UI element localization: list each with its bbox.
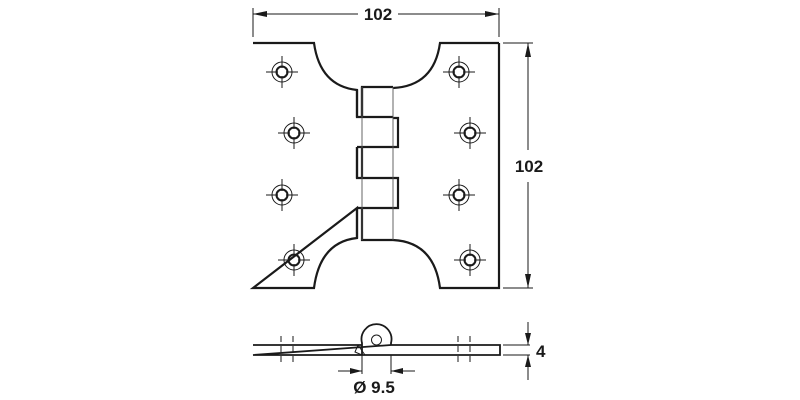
- screw-hole: [278, 244, 310, 276]
- arrow-down-icon: [525, 333, 531, 345]
- width-label: 102: [364, 5, 392, 24]
- height-label: 102: [515, 157, 543, 176]
- arrow-right-icon: [350, 368, 362, 374]
- end-view-pin: [371, 334, 382, 346]
- arrow-down-icon: [525, 274, 531, 288]
- arrow-up-icon: [525, 355, 531, 367]
- screw-hole: [454, 244, 486, 276]
- screw-hole: [278, 117, 310, 149]
- arrow-left-icon: [391, 368, 403, 374]
- arrow-right-icon: [485, 11, 499, 17]
- screw-hole: [266, 179, 298, 211]
- screw-hole: [454, 117, 486, 149]
- arrow-up-icon: [525, 43, 531, 57]
- width-dimension: 102: [252, 5, 500, 37]
- end-view-plate: [252, 344, 501, 356]
- end-view-hatch: [354, 344, 366, 356]
- thickness-label: 4: [536, 342, 546, 361]
- knuckle-diameter-label: Ø 9.5: [353, 378, 395, 397]
- thickness-dimension: 4: [503, 322, 546, 380]
- hinge-front-view: [249, 41, 501, 290]
- right-leaf-outline: [392, 41, 501, 290]
- end-view-knuckle: [360, 323, 393, 355]
- screw-centerlines: [280, 336, 471, 364]
- knuckle-diameter-dimension: Ø 9.5: [338, 355, 415, 397]
- hinge-end-view: Ø 9.5 4: [252, 322, 546, 397]
- screw-hole: [443, 56, 475, 88]
- left-leaf-outline: [249, 41, 393, 290]
- height-dimension: 102: [503, 42, 543, 289]
- arrow-left-icon: [253, 11, 267, 17]
- screw-hole: [266, 56, 298, 88]
- screw-hole: [443, 179, 475, 211]
